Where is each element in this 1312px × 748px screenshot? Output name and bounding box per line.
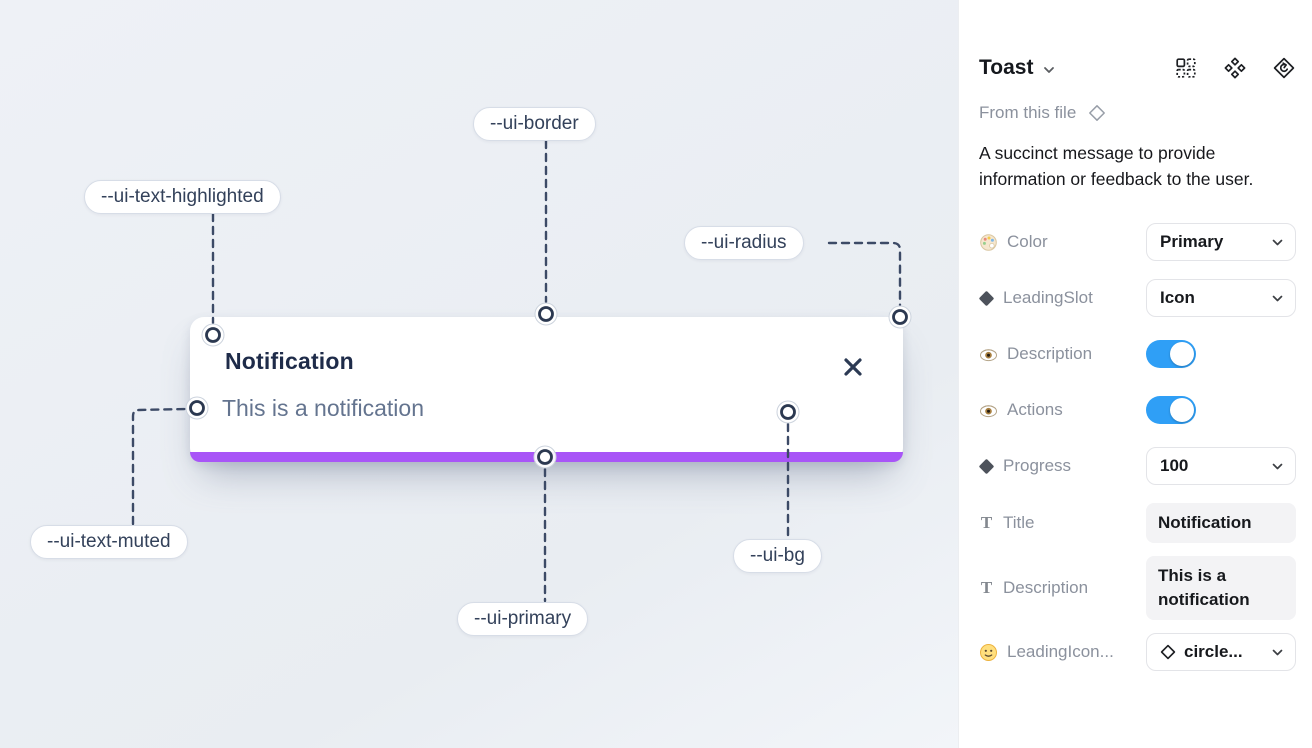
leading-icon-select[interactable]: circle... — [1146, 633, 1296, 671]
text-type-icon: T — [980, 578, 993, 597]
source-row: From this file — [979, 103, 1296, 123]
toast-component-preview: Notification This is a notification — [190, 317, 903, 462]
property-label: Actions — [979, 400, 1146, 420]
component-description: A succinct message to provide informatio… — [979, 143, 1254, 189]
description-toggle[interactable] — [1146, 340, 1196, 368]
property-label: T Description — [980, 578, 1089, 597]
palette-icon — [980, 233, 997, 251]
icon-diamond-glyph — [1160, 644, 1176, 660]
variant-diamond-icon — [979, 458, 995, 474]
revert-diamond-icon — [1273, 57, 1295, 79]
toast-description: This is a notification — [222, 395, 424, 421]
progress-select[interactable]: 100 — [1146, 447, 1296, 485]
eye-icon — [980, 348, 997, 361]
variants-button[interactable] — [1174, 56, 1198, 80]
property-row-description-toggle: Description — [979, 335, 1296, 373]
property-label: Progress — [979, 456, 1146, 476]
toast-close-button[interactable] — [841, 355, 865, 379]
component-switcher[interactable] — [1043, 66, 1055, 74]
leading-slot-select[interactable]: Icon — [1146, 279, 1296, 317]
preview-canvas: Notification This is a notification — [0, 0, 958, 748]
chevron-down-icon — [1272, 295, 1283, 301]
eye-icon — [980, 404, 997, 417]
chevron-down-icon — [1044, 66, 1055, 73]
property-row-color: Color Primary — [979, 223, 1296, 261]
token-label-ui-radius: --ui-radius — [684, 226, 804, 260]
variant-diamond-icon — [979, 290, 995, 306]
property-label: Description — [979, 344, 1146, 364]
connector-ui-radius — [827, 241, 902, 307]
token-label-ui-text-muted: --ui-text-muted — [30, 525, 188, 559]
property-row-description-text: T Description This is a notification — [979, 556, 1296, 620]
description-input[interactable]: This is a notification — [1146, 556, 1296, 620]
close-icon — [844, 358, 862, 376]
token-label-ui-bg: --ui-bg — [733, 539, 822, 573]
toast-progress-bar — [190, 452, 903, 462]
smiley-icon — [980, 643, 997, 661]
property-row-leading-icon: LeadingIcon... circle... — [979, 633, 1296, 671]
variants-grid-icon — [1176, 58, 1196, 78]
panel-toolbar — [1174, 56, 1296, 80]
property-row-title: T Title Notification — [979, 503, 1296, 543]
property-label: LeadingIcon... — [979, 642, 1146, 662]
property-label: T Title — [980, 513, 1035, 532]
toast-title: Notification — [225, 348, 354, 374]
component-name: Toast — [979, 56, 1034, 79]
token-label-ui-primary: --ui-primary — [457, 602, 589, 636]
property-row-progress: Progress 100 — [979, 447, 1296, 485]
property-rows: Color Primary LeadingSlot Icon — [979, 223, 1296, 671]
chevron-down-icon — [1272, 649, 1283, 655]
property-label: Color — [979, 232, 1146, 252]
token-label-ui-border: --ui-border — [473, 107, 596, 141]
property-row-leading-slot: LeadingSlot Icon — [979, 279, 1296, 317]
actions-toggle[interactable] — [1146, 396, 1196, 424]
chevron-down-icon — [1272, 239, 1283, 245]
property-label: LeadingSlot — [979, 288, 1146, 308]
text-type-icon: T — [980, 513, 993, 532]
revert-button[interactable] — [1272, 56, 1296, 80]
chevron-down-icon — [1272, 463, 1283, 469]
properties-panel: Toast — [958, 0, 1312, 748]
property-row-actions-toggle: Actions — [979, 391, 1296, 429]
panel-header: Toast — [979, 56, 1296, 80]
connector-ui-text-muted — [131, 407, 187, 526]
component-diamonds-icon — [1224, 57, 1246, 79]
title-input[interactable]: Notification — [1146, 503, 1296, 543]
component-button[interactable] — [1223, 56, 1247, 80]
diamond-outline-icon — [1089, 105, 1106, 121]
source-label: From this file — [979, 103, 1077, 122]
token-label-ui-text-highlighted: --ui-text-highlighted — [84, 180, 281, 214]
color-select[interactable]: Primary — [1146, 223, 1296, 261]
